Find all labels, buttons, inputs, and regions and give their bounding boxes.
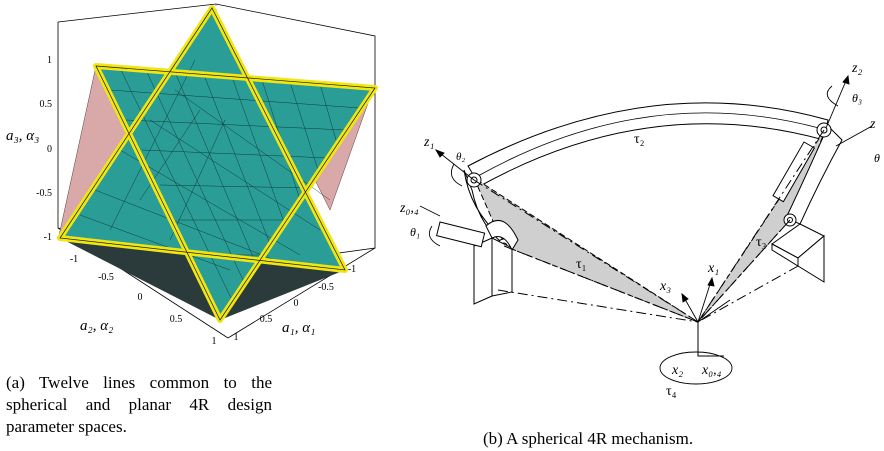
label-z04: z₀,₄: [399, 201, 419, 216]
label-tau3: τ₃: [756, 235, 767, 250]
right-floor-axis-label: a₁, α₁: [282, 320, 315, 336]
vertical-tick: -0.5: [36, 188, 52, 199]
label-x04: x₀,₄: [701, 363, 722, 378]
label-x2: x₂: [671, 363, 683, 378]
label-theta2: θ₂: [456, 151, 465, 163]
right-floor-tick: -1: [348, 264, 356, 275]
vertical-tick: -1: [44, 232, 52, 243]
mechanism-labels: z₁ θ₂ z₀,₄ θ₁ τ₂ τ₁ τ₃ τ₄ x₁ x₃ x₂ x₀,₄ …: [399, 61, 880, 399]
label-x3: x₃: [659, 279, 671, 294]
mechanism-drawing: [419, 74, 873, 385]
label-tau1: τ₁: [576, 257, 587, 272]
right-floor-tick: 1: [234, 332, 239, 343]
label-theta3: θ₃: [852, 91, 862, 105]
label-z1: z₁: [423, 135, 434, 150]
left-floor-tick: 1: [212, 336, 217, 347]
left-floor-axis-label: a₂, α₂: [80, 318, 113, 334]
label-theta1: θ₁: [410, 225, 420, 239]
rotation-arrows: [428, 85, 839, 385]
vertical-ticks: 1 0.5 0 -0.5 -1: [36, 55, 52, 243]
right-floor-tick: -0.5: [318, 282, 334, 293]
vertical-tick: 0: [47, 144, 52, 155]
left-floor-tick: -1: [70, 254, 78, 265]
caption-b: (b) A spherical 4R mechanism.: [483, 429, 694, 448]
label-theta-cut: θ: [874, 151, 880, 165]
left-floor-tick: 0.5: [170, 314, 183, 325]
ground-lines: [473, 129, 825, 356]
label-z-cut: z: [869, 117, 876, 132]
left-floor-tick: -0.5: [98, 272, 114, 283]
vertical-axis-label: a₃, α₃: [6, 128, 39, 144]
axes: [419, 74, 873, 323]
label-tau2: τ₂: [634, 132, 645, 147]
vertical-tick: 1: [47, 55, 52, 66]
tau1-triangle: [472, 176, 699, 323]
label-z2: z₂: [851, 61, 862, 76]
coupler-link: [467, 102, 829, 187]
right-base: [771, 141, 825, 283]
left-floor-ticks: -1 -0.5 0 0.5 1: [70, 254, 217, 347]
right-floor-tick: 0: [294, 298, 299, 309]
vertical-tick: 0.5: [40, 99, 53, 110]
caption-a: (a) Twelve lines common to the spherical…: [6, 373, 272, 436]
plot-3d: 1 0.5 0 -0.5 -1 a₃, α₃ -1 -0.5 0 0.5 1 a…: [6, 3, 378, 347]
right-floor-tick: 0.5: [260, 314, 273, 325]
right-floor-ticks: -1 -0.5 0 0.5 1: [234, 264, 357, 343]
label-tau4: τ₄: [666, 384, 677, 399]
label-x1: x₁: [707, 261, 719, 276]
left-floor-tick: 0: [138, 292, 143, 303]
